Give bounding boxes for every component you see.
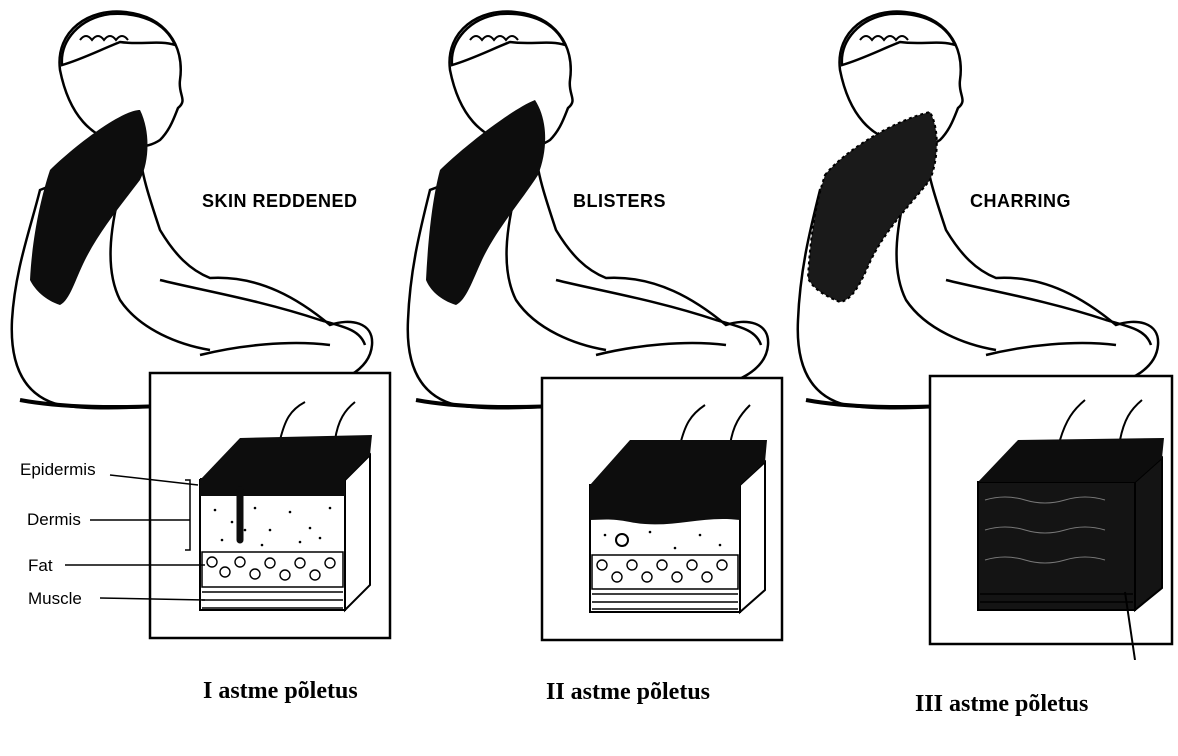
skin-section-2	[540, 376, 784, 642]
burn-area-2	[426, 100, 546, 305]
layer-label-epidermis: Epidermis	[20, 460, 96, 479]
layer-label-dermis: Dermis	[27, 510, 81, 529]
layer-label-fat: Fat	[28, 556, 53, 575]
burn-area-1	[30, 110, 148, 305]
caption-first-degree: I astme põletus	[203, 678, 358, 704]
panel-3-label: CHARRING	[970, 191, 1071, 211]
layer-pointers	[65, 474, 206, 601]
panel-1-label: SKIN REDDENED	[202, 191, 358, 211]
panel-2-label: BLISTERS	[573, 191, 667, 211]
panel-3-illustration	[796, 10, 1174, 660]
skin-section-1	[148, 371, 392, 640]
panel-1-illustration	[10, 10, 392, 640]
caption-second-degree: II astme põletus	[546, 679, 711, 705]
burn-area-3	[806, 110, 938, 304]
panel-2-illustration	[406, 10, 784, 642]
skin-section-3	[928, 374, 1174, 660]
caption-third-degree: III astme põletus	[915, 691, 1089, 717]
layer-label-muscle: Muscle	[28, 589, 82, 608]
